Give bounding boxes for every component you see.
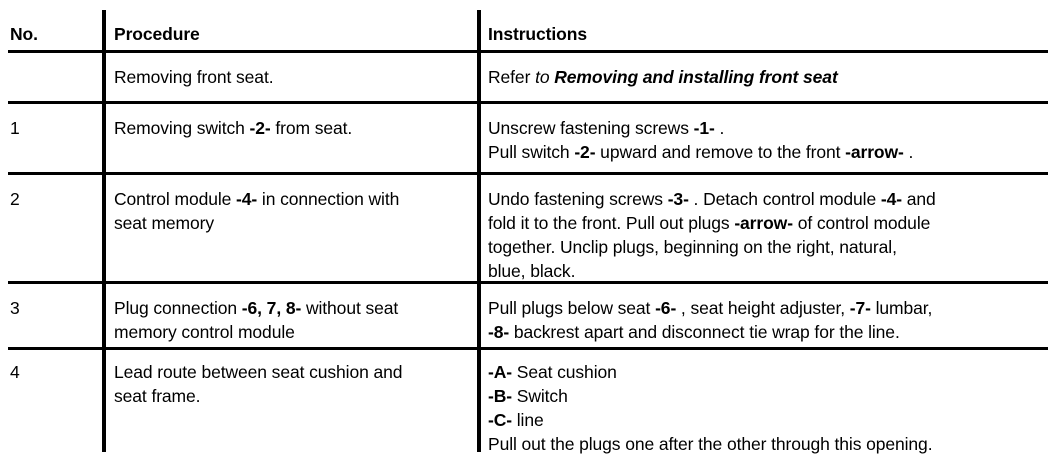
- table-row-cell-procedure: Plug connection -6, 7, 8- without seat m…: [114, 298, 399, 342]
- row-rule-2: [8, 172, 1048, 175]
- table-row-cell-no: 1: [10, 118, 20, 138]
- table-row-cell-no: 3: [10, 298, 20, 318]
- table-row-cell-instructions: Unscrew fastening screws -1- . Pull swit…: [488, 118, 914, 162]
- row-rule-1: [8, 101, 1048, 104]
- row-rule-4: [8, 347, 1048, 350]
- row-rule-header: [8, 50, 1048, 53]
- table-row-cell-instructions: -A- Seat cushion -B- Switch -C- line Pul…: [488, 362, 933, 454]
- table-row-cell-procedure: Removing front seat.: [114, 67, 274, 87]
- table-row-cell-no: 4: [10, 362, 20, 382]
- table-row-cell-instructions: Pull plugs below seat -6- , seat height …: [488, 298, 933, 342]
- table-row-cell-instructions: Undo fastening screws -3- . Detach contr…: [488, 189, 936, 281]
- column-divider-procedure-instructions: [477, 10, 481, 452]
- column-header-procedure: Procedure: [114, 24, 200, 44]
- column-header-instructions: Instructions: [488, 24, 587, 44]
- table-row-cell-procedure: Removing switch -2- from seat.: [114, 118, 353, 138]
- column-header-no: No.: [10, 24, 38, 44]
- table-row-cell-no: 2: [10, 189, 20, 209]
- table-row-cell-instructions: Refer to Removing and installing front s…: [488, 67, 838, 87]
- table-row-cell-procedure: Lead route between seat cushion and seat…: [114, 362, 403, 406]
- row-rule-3: [8, 281, 1048, 284]
- table-row-cell-procedure: Control module -4- in connection with se…: [114, 189, 400, 233]
- column-divider-no-procedure: [102, 10, 106, 452]
